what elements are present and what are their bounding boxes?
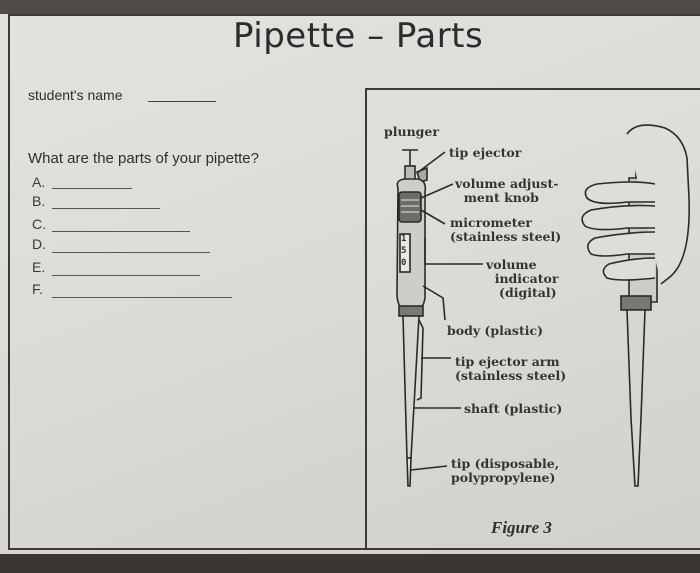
answer-blank-c	[52, 231, 190, 232]
answer-blank-f	[52, 297, 232, 298]
answer-label-a: A.	[32, 174, 46, 190]
leader-tip-ejector	[416, 151, 446, 174]
bottom-edge	[0, 554, 700, 573]
question-text: What are the parts of your pipette?	[28, 150, 259, 167]
answer-label-e: E.	[32, 259, 46, 275]
label-micrometer: micrometer (stainless steel)	[450, 215, 562, 244]
hand-finger-1	[584, 181, 656, 205]
student-name-label: student's name	[28, 87, 123, 103]
leader-volume-knob	[420, 183, 454, 199]
volume-knob	[398, 191, 422, 223]
label-shaft: shaft (plastic)	[464, 401, 563, 416]
hand-finger-4	[602, 257, 656, 281]
body-band	[398, 305, 424, 317]
answer-label-b: B.	[32, 193, 46, 209]
leader-micrometer	[420, 209, 446, 225]
hand-thumb	[626, 124, 690, 285]
tip-ejector-arm	[416, 319, 424, 401]
label-tip-ejector: tip ejector	[449, 145, 522, 160]
label-plunger: plunger	[384, 124, 439, 139]
answer-blank-d	[52, 252, 210, 253]
answer-blank-b	[52, 208, 160, 209]
label-volume-indicator: volume indicator (digital)	[486, 257, 559, 300]
label-body: body (plastic)	[447, 323, 544, 338]
answer-blank-e	[52, 275, 200, 276]
display-digit-1: 1	[401, 234, 407, 244]
page-title: Pipette – Parts	[233, 16, 484, 56]
pipette-shaft	[402, 315, 420, 459]
hand-finger-2	[581, 204, 656, 231]
display-digit-3: 0	[401, 258, 407, 268]
label-tip-ejector-arm: tip ejector arm (stainless steel)	[455, 354, 567, 383]
display-digit-2: 5	[401, 246, 407, 256]
pipette-illustration	[396, 124, 690, 487]
leader-tip	[410, 465, 448, 471]
answer-blank-a	[52, 188, 132, 189]
hand-finger-3	[587, 231, 656, 257]
leader-volume-indicator	[424, 238, 483, 265]
label-volume-knob: volume adjust- ment knob	[455, 176, 559, 205]
answer-label-f: F.	[32, 281, 43, 297]
answer-label-c: C.	[32, 216, 46, 232]
figure-caption: Figure 3	[491, 518, 552, 537]
leader-body	[422, 285, 446, 321]
worksheet-border	[8, 14, 700, 550]
plunger-rod	[404, 165, 416, 181]
volume-indicator-window	[399, 233, 411, 273]
answer-label-d: D.	[32, 236, 46, 252]
hand-pipette-shaft	[626, 309, 646, 487]
pipette-tip	[406, 457, 412, 487]
student-name-blank	[148, 101, 216, 102]
label-tip: tip (disposable, polypropylene)	[451, 456, 560, 485]
plunger-button	[402, 149, 418, 166]
top-edge	[0, 0, 700, 14]
